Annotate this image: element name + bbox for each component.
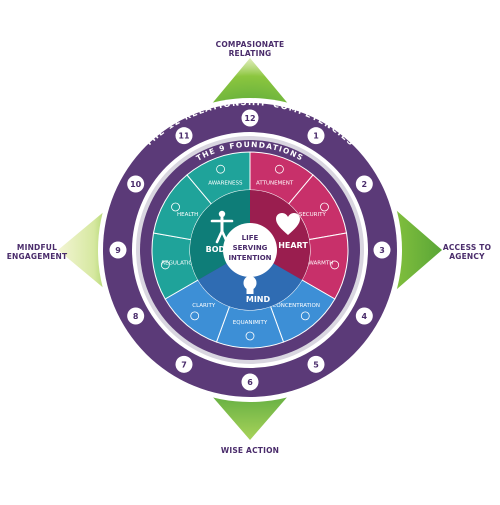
competency-number-4: 4	[355, 307, 373, 325]
number-badge-label: 2	[362, 180, 368, 189]
number-badge-label: 11	[178, 132, 190, 141]
number-badge-circle	[241, 109, 259, 127]
number-badge-label: 5	[313, 360, 319, 369]
number-badge-circle	[241, 373, 259, 391]
label-access-to-agency: ACCESS TO AGENCY	[434, 243, 500, 261]
number-badge-label: 4	[362, 312, 368, 321]
regulation-icon	[160, 260, 170, 270]
top-label-line1: COMPASIONATE	[215, 40, 285, 49]
equanimity-icon	[245, 331, 255, 341]
competency-number-10: 10	[127, 175, 145, 193]
number-badge-circle	[355, 307, 373, 325]
heart-label: HEART	[278, 241, 308, 250]
number-badge-label: 1	[313, 132, 319, 141]
label-mindful-engagement: MINDFUL ENGAGEMENT	[2, 243, 72, 261]
number-badge-circle	[355, 175, 373, 193]
bottom-label: WISE ACTION	[220, 446, 280, 455]
foundation-label-awareness: AWARENESS	[208, 180, 243, 186]
foundation-label-equanimity: EQUANIMITY	[233, 320, 268, 326]
competency-number-5: 5	[307, 355, 325, 373]
foundation-label-warmth: WARMTH	[308, 261, 333, 267]
competency-number-8: 8	[127, 307, 145, 325]
left-label-line1: MINDFUL	[16, 243, 58, 252]
body-figure-icon	[210, 210, 234, 244]
number-badge-label: 12	[244, 114, 255, 123]
number-badge-label: 7	[181, 360, 187, 369]
concentration-icon	[300, 311, 310, 321]
competency-number-3: 3	[373, 241, 391, 259]
label-wise-action: WISE ACTION	[200, 446, 300, 455]
center-line1: LIFE	[242, 234, 259, 242]
competency-number-11: 11	[175, 127, 193, 145]
mind-label: MIND	[246, 295, 271, 304]
foundation-label-clarity: CLARITY	[192, 303, 216, 309]
health-icon	[171, 202, 180, 212]
foundation-label-regulation: REGULATION	[161, 261, 197, 267]
number-badge-label: 3	[379, 246, 385, 255]
attunement-icon	[275, 164, 284, 174]
left-label-line2: ENGAGEMENT	[6, 252, 68, 261]
number-badge-circle	[127, 307, 145, 325]
center-line2: SERVING	[233, 244, 268, 252]
number-badge-circle	[307, 127, 325, 145]
foundation-wedges: ATTUNEMENT SECURITY WARMTH CONCENTRATION EQU…	[151, 151, 349, 349]
foundation-label-security: SECURITY	[299, 212, 327, 218]
label-compassionate-relating: COMPASIONATE RELATING	[200, 40, 300, 58]
body-label: BODY	[206, 245, 231, 254]
competency-number-9: 9	[109, 241, 127, 259]
number-badge-circle	[127, 175, 145, 193]
right-label-line2: AGENCY	[449, 252, 485, 261]
awareness-icon	[216, 164, 225, 174]
clarity-icon	[190, 311, 200, 321]
heart-icon	[276, 213, 300, 235]
competency-number-7: 7	[175, 355, 193, 373]
right-label-line1: ACCESS TO	[442, 243, 492, 252]
top-label-line2: RELATING	[228, 49, 272, 58]
center-circle	[223, 223, 277, 277]
number-badge-circle	[175, 127, 193, 145]
security-icon	[320, 202, 329, 212]
number-badge-label: 9	[115, 246, 121, 255]
center-line3: INTENTION	[228, 254, 271, 262]
number-badge-circle	[307, 355, 325, 373]
lightbulb-icon	[243, 276, 257, 294]
competency-number-2: 2	[355, 175, 373, 193]
competency-number-12: 12	[241, 109, 259, 127]
foundation-label-health: HEALTH	[177, 212, 198, 218]
warmth-icon	[330, 260, 340, 270]
competency-number-6: 6	[241, 373, 259, 391]
foundation-label-concentration: CONCENTRATION	[273, 303, 320, 309]
foundation-label-attunement: ATTUNEMENT	[256, 180, 294, 186]
number-badge-label: 10	[130, 180, 142, 189]
competency-number-1: 1	[307, 127, 325, 145]
number-badge-circle	[109, 241, 127, 259]
number-badge-circle	[175, 355, 193, 373]
number-badge-label: 6	[247, 378, 253, 387]
number-badge-label: 8	[133, 312, 139, 321]
number-badge-circle	[373, 241, 391, 259]
